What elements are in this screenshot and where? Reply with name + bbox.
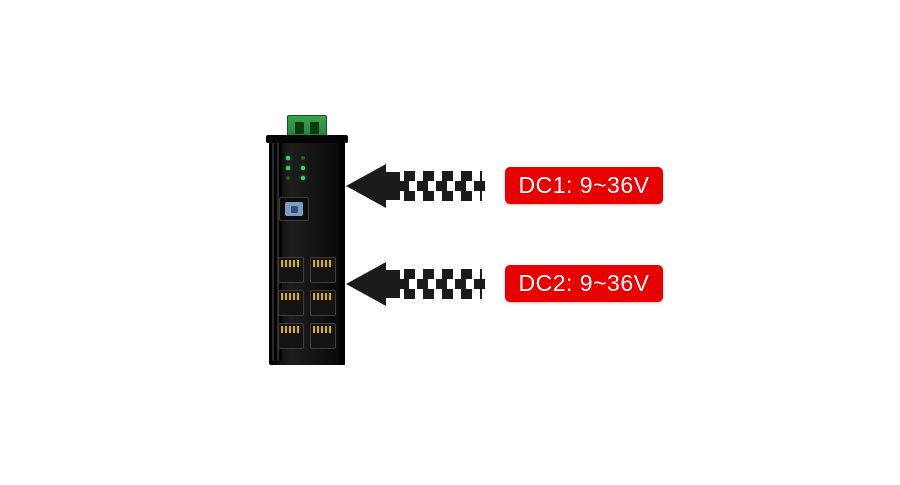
dc1-label-text: DC1: 9~36V <box>518 172 650 198</box>
dc2-label-text: DC2: 9~36V <box>518 270 650 296</box>
port-pins <box>312 293 333 300</box>
arrow-shaft <box>384 172 400 200</box>
switch-device <box>266 115 348 365</box>
sfp-fiber-port <box>279 197 309 221</box>
rj45-port <box>309 257 336 283</box>
led-indicator <box>286 166 290 170</box>
switch-body <box>266 135 348 365</box>
sfp-module <box>285 202 303 216</box>
terminal-slot <box>310 122 320 134</box>
port-pins <box>312 326 333 333</box>
arrow-stripes <box>398 289 482 299</box>
rj45-port <box>309 290 336 316</box>
arrow-shaft <box>384 270 400 298</box>
dc2-label: DC2: 9~36V <box>505 265 663 302</box>
dc2-arrow-left-icon <box>346 262 488 306</box>
rj45-port <box>278 257 304 283</box>
device-edge <box>339 139 345 365</box>
arrow-head <box>346 164 386 208</box>
rj45-port <box>278 290 304 316</box>
ethernet-ports <box>278 257 336 349</box>
terminal-slot <box>294 122 304 134</box>
port-pins <box>281 293 301 300</box>
arrow-stripes <box>398 171 482 181</box>
led-indicator <box>286 156 290 160</box>
led-indicator <box>286 176 290 180</box>
arrow-stripes <box>398 269 482 279</box>
arrow-stripes <box>398 279 488 289</box>
led-indicator <box>301 166 305 170</box>
port-pins <box>281 326 301 333</box>
rj45-port <box>309 323 336 349</box>
arrow-head <box>346 262 386 306</box>
arrow-stripes <box>398 181 488 191</box>
led-indicator <box>301 156 305 160</box>
status-leds <box>286 153 316 193</box>
led-indicator <box>301 176 305 180</box>
port-pins <box>312 260 333 267</box>
dc1-arrow-left-icon <box>346 164 488 208</box>
arrow-stripes <box>398 191 482 201</box>
dc1-label: DC1: 9~36V <box>505 167 663 204</box>
port-pins <box>281 260 301 267</box>
top-cap <box>266 135 348 143</box>
rj45-port <box>278 323 304 349</box>
